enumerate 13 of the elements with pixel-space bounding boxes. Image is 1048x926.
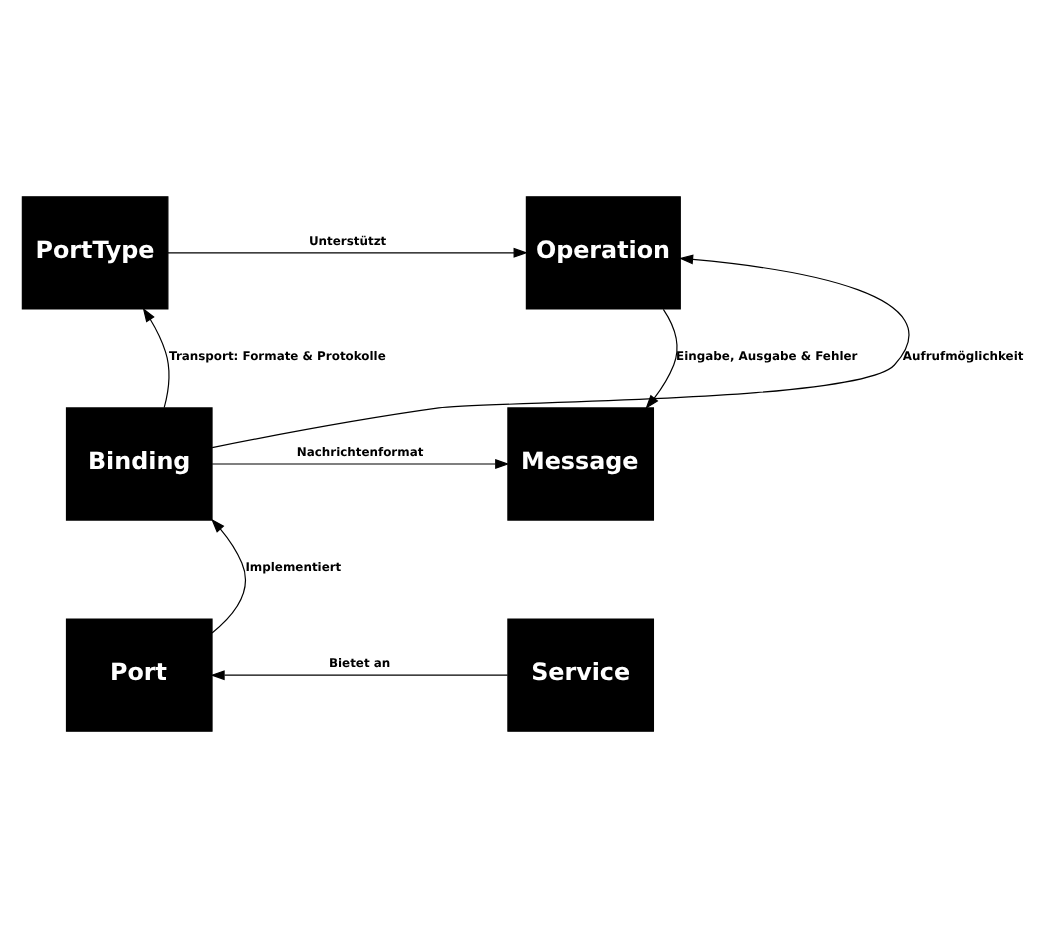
arrow bbox=[211, 458, 510, 468]
node-box: Port bbox=[65, 617, 213, 731]
node-box: Operation bbox=[525, 195, 681, 309]
arrow bbox=[211, 517, 246, 633]
node-box: PortType bbox=[21, 195, 169, 309]
arrow bbox=[645, 307, 678, 408]
node-box: Service bbox=[507, 617, 655, 731]
node-box: Binding bbox=[65, 406, 213, 520]
node-box: Message bbox=[507, 406, 655, 520]
arrow bbox=[210, 669, 509, 680]
arrow bbox=[211, 253, 910, 448]
arrow bbox=[167, 246, 528, 257]
arrow bbox=[142, 306, 170, 408]
